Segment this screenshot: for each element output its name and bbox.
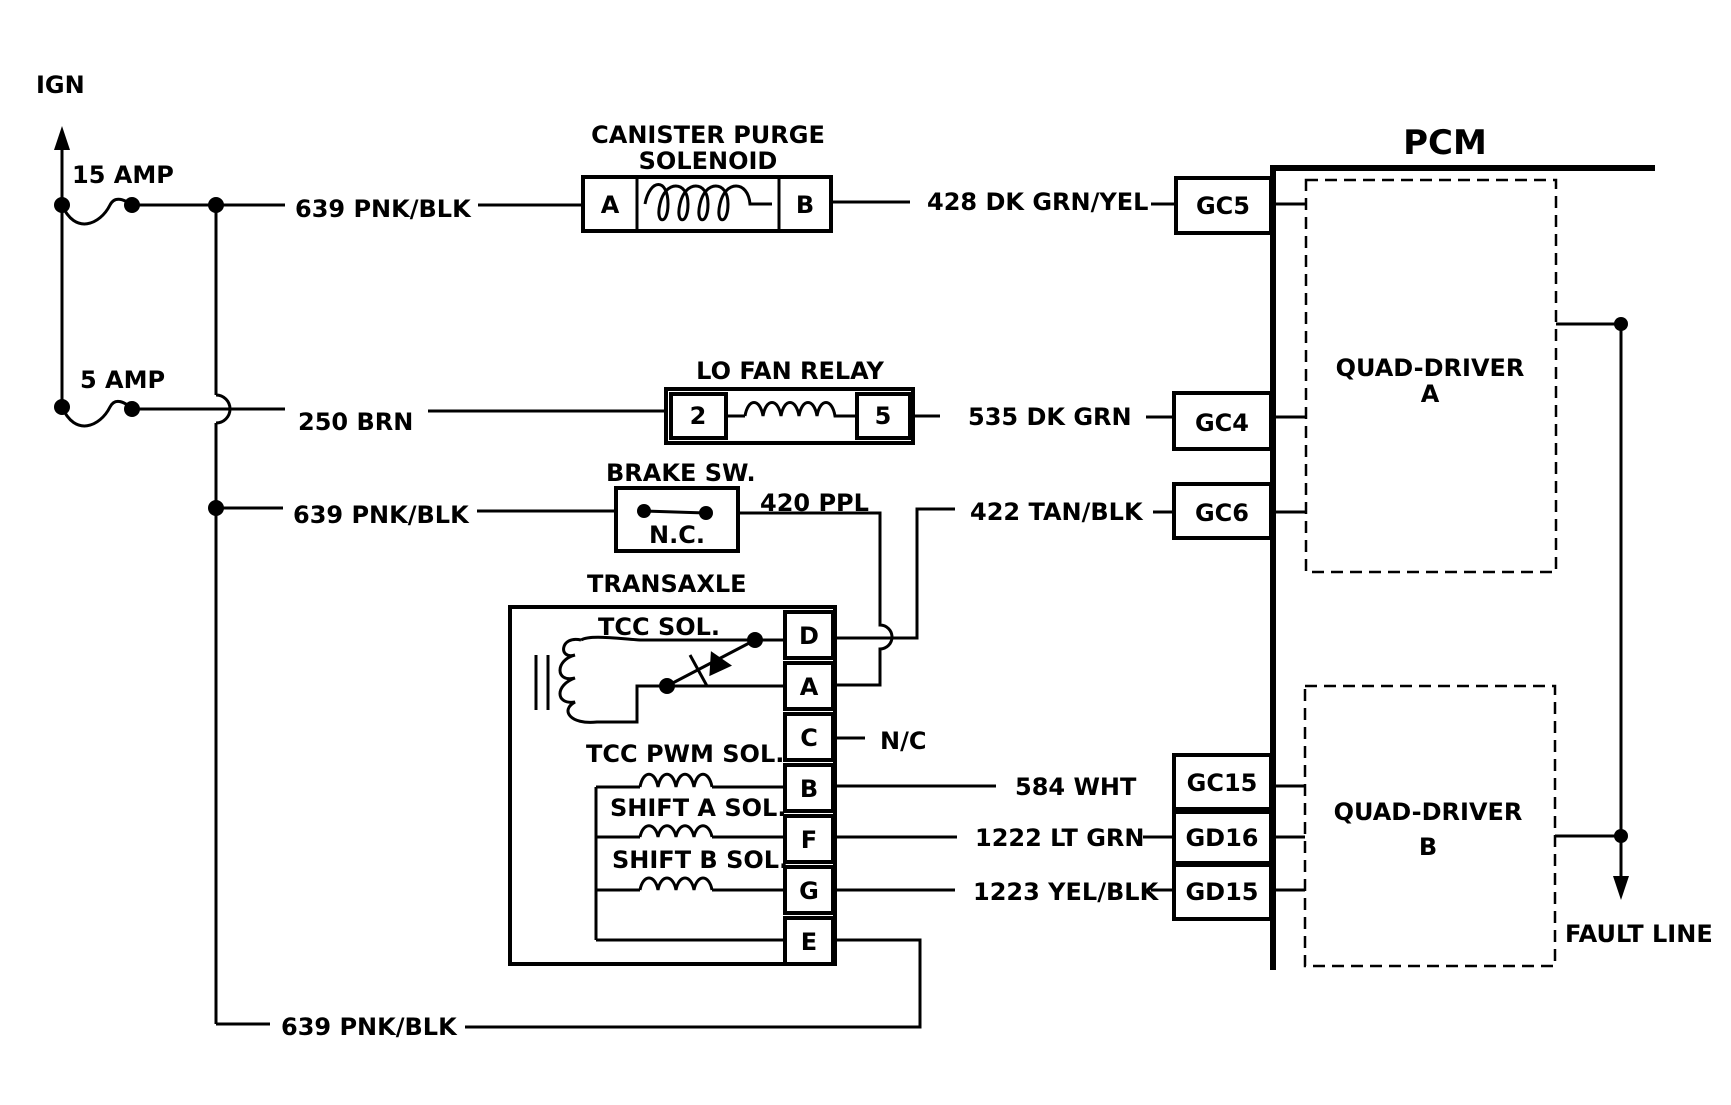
wire-535-label: 535 DK GRN: [968, 403, 1132, 431]
pcm-internal-wires: [1271, 202, 1306, 892]
canister-title-1: CANISTER PURGE: [591, 121, 825, 149]
tcc-pwm-label: TCC PWM SOL.: [586, 740, 784, 768]
wire-639-to-e: [465, 938, 922, 1029]
wire-639-mid-label: 639 PNK/BLK: [293, 501, 470, 529]
pcm-connector-gd16: GD16: [1185, 824, 1258, 852]
fuse-5-amp-label: 5 AMP: [80, 366, 165, 394]
nc-label: N/C: [880, 727, 926, 755]
canister-pin-a: A: [601, 191, 620, 219]
quad-driver-b-label-1: QUAD-DRIVER: [1334, 798, 1523, 826]
transaxle-pin-c: C: [800, 724, 818, 752]
wire-639-top-label: 639 PNK/BLK: [295, 195, 472, 223]
wire-584-label: 584 WHT: [1015, 773, 1137, 801]
pcm-border: [1270, 165, 1655, 970]
tcc-solenoid: [534, 632, 785, 724]
brake-title: BRAKE SW.: [606, 459, 756, 487]
relay-pin-2: 2: [690, 402, 707, 430]
brake-state: N.C.: [649, 521, 705, 549]
quad-driver-a-box: [1304, 178, 1558, 574]
pcm-connector-gd15: GD15: [1185, 878, 1258, 906]
fuse-15-amp: [54, 197, 140, 226]
shift-b-label: SHIFT B SOL.: [612, 846, 788, 874]
lo-fan-relay: [664, 387, 915, 445]
transaxle-pin-column: [783, 610, 835, 966]
quad-driver-b-label-2: B: [1419, 833, 1437, 861]
brake-switch: [614, 486, 740, 553]
wire-639-bus: [132, 197, 285, 1026]
wire-422-label: 422 TAN/BLK: [970, 498, 1144, 526]
wire-1223-label: 1223 YEL/BLK: [973, 878, 1160, 906]
pcm-connector-gc6: GC6: [1195, 499, 1249, 527]
canister-pin-b: B: [796, 191, 814, 219]
pcm-connectors: [1172, 176, 1273, 921]
fuse-15-amp-label: 15 AMP: [72, 161, 174, 189]
wire-422: [836, 507, 955, 640]
pcm-connector-gc5: GC5: [1196, 192, 1250, 220]
pcm-title: PCM: [1403, 123, 1487, 163]
tcc-pwm-solenoid: [596, 772, 785, 789]
quad-driver-b-box: [1303, 684, 1557, 968]
fault-line: [1555, 317, 1629, 900]
transaxle-title: TRANSAXLE: [587, 570, 747, 598]
relay-pin-5: 5: [875, 402, 892, 430]
transaxle-pin-g: G: [799, 877, 819, 905]
quad-driver-a-label-2: A: [1421, 380, 1440, 408]
ign-label: IGN: [36, 71, 85, 99]
wire-428-label: 428 DK GRN/YEL: [927, 188, 1148, 216]
ign-arrow: [54, 126, 70, 410]
wire-639-bot-label: 639 PNK/BLK: [281, 1013, 458, 1041]
fuse-5-amp: [54, 399, 140, 428]
shift-b-solenoid: [594, 837, 785, 942]
transaxle-pin-a: A: [800, 673, 819, 701]
transaxle-pin-d: D: [799, 622, 819, 650]
transaxle-pin-e: E: [801, 928, 817, 956]
canister-purge-solenoid: [581, 175, 833, 233]
canister-title-2: SOLENOID: [639, 147, 778, 175]
fault-line-label: FAULT LINE: [1565, 920, 1713, 948]
shift-a-label: SHIFT A SOL.: [610, 794, 786, 822]
quad-driver-a-label-1: QUAD-DRIVER: [1336, 354, 1525, 382]
shift-a-solenoid: [594, 787, 785, 839]
pcm-connector-gc4: GC4: [1195, 409, 1249, 437]
tcc-sol-label: TCC SOL.: [598, 613, 720, 641]
wire-1222-label: 1222 LT GRN: [975, 824, 1144, 852]
relay-title: LO FAN RELAY: [696, 357, 884, 385]
transaxle-pin-f: F: [801, 826, 817, 854]
pcm-connector-gc15: GC15: [1187, 769, 1258, 797]
transaxle-pin-b: B: [800, 775, 818, 803]
wire-250-label: 250 BRN: [298, 408, 413, 436]
